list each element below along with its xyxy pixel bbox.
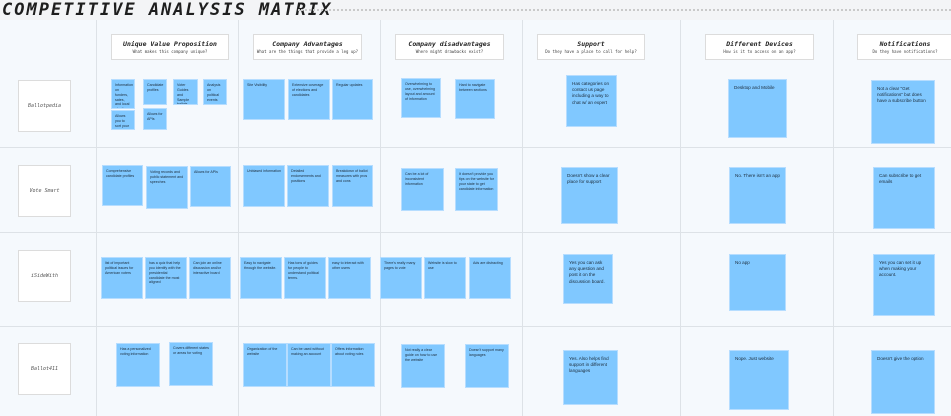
column-subtitle: What are the things that provide a leg u…: [256, 49, 359, 54]
row-label[interactable]: Vote Smart: [18, 165, 71, 217]
sticky-note[interactable]: Overwhelming to use, overwhelming layout…: [401, 78, 441, 118]
page-title: COMPETITIVE ANALYSIS MATRIX: [2, 0, 333, 20]
column-divider: [522, 20, 523, 416]
sticky-note[interactable]: Has tons of guides for people to underst…: [284, 257, 326, 299]
sticky-note[interactable]: Extensive coverage of elections and cand…: [288, 79, 330, 120]
column-divider: [680, 20, 681, 416]
sticky-note[interactable]: Has a personalized voting information: [116, 343, 160, 387]
sticky-note[interactable]: list of important political issues for A…: [101, 257, 143, 299]
sticky-note[interactable]: Unbiased information: [243, 165, 285, 207]
column-title: Company Advantages: [272, 40, 343, 48]
sticky-note[interactable]: Not really a clear guide on how to use t…: [401, 344, 445, 388]
sticky-note[interactable]: Nope. Just website: [729, 350, 789, 410]
sticky-note[interactable]: Can subscribe to get emails: [873, 167, 935, 229]
sticky-note[interactable]: Website is slow to use: [424, 257, 466, 299]
column-subtitle: Do they have notifications?: [872, 49, 938, 54]
sticky-note[interactable]: Can join an online discussion and/or int…: [189, 257, 231, 299]
row-label[interactable]: Ballot411: [18, 343, 71, 395]
sticky-note[interactable]: Allows you to sort your ballot to get up…: [111, 110, 135, 130]
row-divider: [0, 147, 951, 148]
sticky-note[interactable]: Yes you can ask any question and post it…: [563, 254, 613, 304]
column-subtitle: How is it to access on an app?: [723, 49, 796, 54]
column-divider: [833, 20, 834, 416]
column-title: Company disadvantages: [408, 40, 491, 48]
sticky-note[interactable]: Voter Guides and Sample ballots: [173, 79, 198, 105]
sticky-note[interactable]: Desktop and Mobile: [728, 79, 787, 138]
sticky-note[interactable]: Comprehensive candidate profiles: [102, 165, 143, 206]
sticky-note[interactable]: There's really many pages to vote: [380, 257, 422, 299]
sticky-note[interactable]: Covers different states or areas for vot…: [169, 342, 213, 386]
sticky-note[interactable]: easy to interact with other users: [328, 257, 371, 299]
column-divider: [238, 20, 239, 416]
sticky-note[interactable]: Can be a lot of inconsistent information: [401, 168, 444, 211]
sticky-note[interactable]: Yes you can set it up when making your a…: [873, 254, 935, 316]
sticky-note[interactable]: Hard to navigate between sections: [455, 79, 495, 119]
sticky-note[interactable]: Yes. Also helps find support in differen…: [563, 350, 618, 405]
sticky-note[interactable]: Information on funders, sates, and local…: [111, 79, 135, 109]
sticky-note[interactable]: Candidate profiles: [143, 79, 167, 105]
sticky-note[interactable]: Voting records and public statement and …: [146, 166, 188, 209]
column-title: Unique Value Proposition: [123, 40, 217, 48]
column-divider: [96, 20, 97, 416]
sticky-note[interactable]: Organization of the website: [243, 343, 287, 387]
sticky-note[interactable]: Easy to navigate through the website.: [240, 257, 282, 299]
sticky-note[interactable]: Allows for APIs: [190, 166, 231, 207]
row-label[interactable]: iSideWith: [18, 250, 71, 302]
sticky-note[interactable]: Site Visibility: [243, 79, 285, 120]
sticky-note[interactable]: Allows for APIs: [143, 108, 167, 130]
sticky-note[interactable]: has a quiz that help you identify with t…: [145, 257, 187, 299]
row-divider: [0, 326, 951, 327]
column-divider: [380, 20, 381, 416]
sticky-note[interactable]: Doesn't support many languages: [465, 344, 509, 388]
column-title: Notifications: [879, 40, 931, 48]
sticky-note[interactable]: Offers information about voting rules: [331, 343, 375, 387]
sticky-note[interactable]: Doesn't show a clear place for support: [561, 167, 618, 224]
column-subtitle: Do they have a place to call for help?: [545, 49, 637, 54]
sticky-note[interactable]: Doesn't give the option: [871, 350, 935, 414]
sticky-note[interactable]: Detailed endorsements and positions: [287, 165, 329, 207]
row-label[interactable]: Ballotpedia: [18, 80, 71, 132]
sticky-note[interactable]: Can be used without making an account: [287, 343, 331, 387]
sticky-note[interactable]: Has categories on contact us page includ…: [566, 75, 617, 127]
column-title: Different Devices: [726, 40, 793, 48]
sticky-note[interactable]: It doesn't provide you tips on the websi…: [455, 168, 498, 211]
title-divider: [298, 9, 951, 11]
sticky-note[interactable]: Regular updates: [332, 79, 373, 120]
sticky-note[interactable]: Not a clear "Get notifications" but does…: [871, 80, 935, 144]
sticky-note[interactable]: Ads are distracting: [469, 257, 511, 299]
row-divider: [0, 232, 951, 233]
column-subtitle: Where might drawbacks exist?: [415, 49, 484, 54]
sticky-note[interactable]: No app: [729, 254, 786, 311]
column-subtitle: What makes this company unique?: [132, 49, 208, 54]
sticky-note[interactable]: No. There isn't an app: [729, 167, 786, 224]
sticky-note[interactable]: Breakdown of ballot measures with pros a…: [332, 165, 373, 207]
column-title: Support: [577, 40, 605, 48]
sticky-note[interactable]: Analysis on political events: [203, 79, 227, 105]
